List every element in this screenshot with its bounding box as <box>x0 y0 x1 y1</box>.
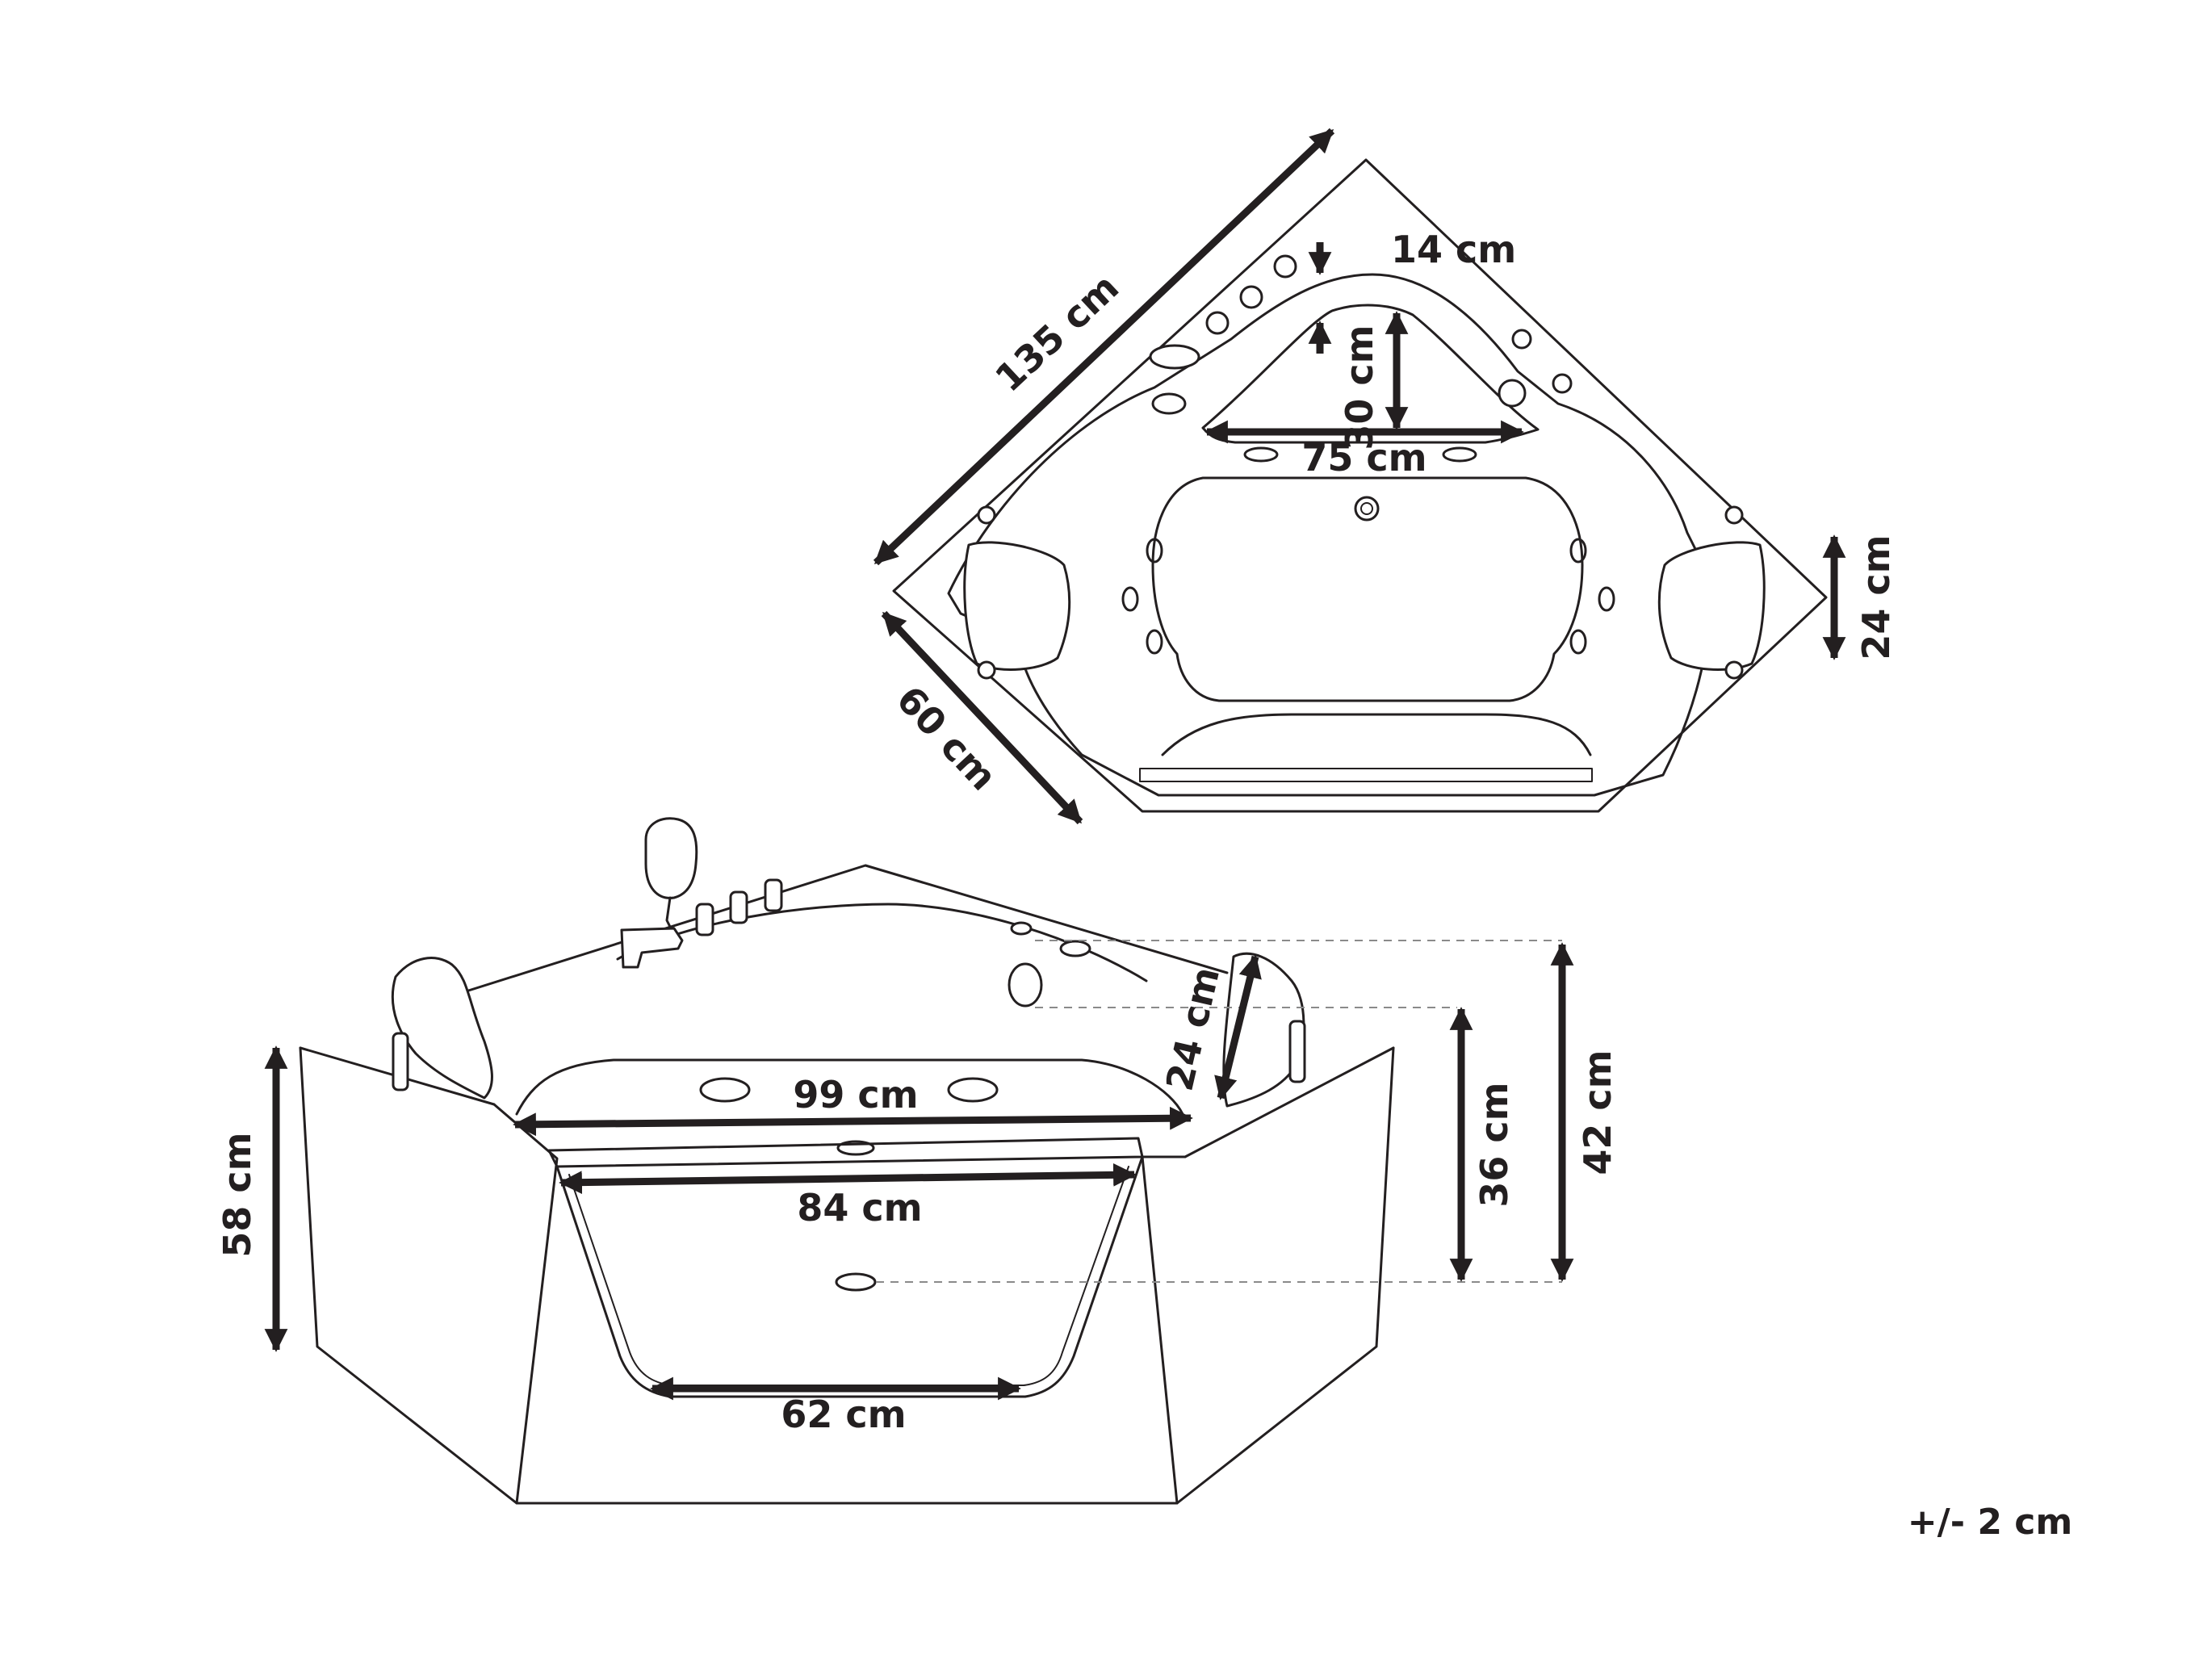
top-view-knob-icon <box>1273 254 1297 279</box>
front-view: 58 cm 99 cm 84 cm 62 cm 24 cm 36 cm 42 c… <box>216 817 1619 1505</box>
jet-icon <box>1243 446 1279 463</box>
label-62: 62 cm <box>781 1393 906 1436</box>
label-36: 36 cm <box>1473 1082 1516 1207</box>
label-75: 75 cm <box>1301 436 1426 480</box>
jet-icon <box>1569 629 1587 655</box>
jet-icon <box>1598 586 1615 612</box>
label-60: 60 cm <box>888 677 1005 798</box>
label-42: 42 cm <box>1576 1049 1619 1175</box>
top-view-knob-icon <box>1205 311 1230 335</box>
top-view-headrest-left <box>963 541 1071 671</box>
label-24-front: 24 cm <box>1158 963 1229 1095</box>
front-view-basin <box>515 1058 1184 1116</box>
front-view-body <box>299 1046 1395 1505</box>
label-99: 99 cm <box>793 1073 918 1116</box>
top-view-front-step <box>1161 713 1592 756</box>
label-14: 14 cm <box>1391 228 1516 271</box>
front-view-back-rim <box>446 864 1229 999</box>
label-58: 58 cm <box>216 1132 259 1257</box>
dim-arrow-84 <box>559 1163 1137 1195</box>
jet-icon <box>947 1077 999 1103</box>
front-view-right-panel <box>1141 1155 1187 1505</box>
top-view: 135 cm 14 cm 30 cm 75 cm 24 cm 60 cm <box>873 128 1898 825</box>
front-view-button-icon <box>1010 921 1033 936</box>
label-24-top: 24 cm <box>1854 534 1898 660</box>
jet-icon <box>1442 446 1477 463</box>
front-view-shower-head-icon <box>644 817 698 899</box>
dim-arrow-99 <box>513 1106 1193 1137</box>
front-view-knob-icon <box>764 878 783 912</box>
top-view-handle-icon <box>1724 660 1744 680</box>
dim-arrow-24-front <box>1214 954 1262 1100</box>
front-view-overflow-icon <box>1008 962 1043 1008</box>
top-view-headrest-right <box>1657 541 1766 671</box>
top-view-drain-inner <box>1360 502 1373 515</box>
front-view-button-icon <box>1059 940 1091 957</box>
top-view-basin <box>1151 476 1584 702</box>
top-view-handle-icon <box>1724 505 1744 525</box>
front-view-faucet-icon <box>620 927 684 969</box>
front-view-knob-icon <box>729 890 748 924</box>
label-30: 30 cm <box>1338 325 1381 450</box>
jet-icon <box>1146 629 1163 655</box>
dim-arrow-135 <box>873 128 1335 566</box>
front-view-top-right <box>1184 1046 1395 1158</box>
label-84: 84 cm <box>797 1186 922 1230</box>
top-view-faucet-icon <box>1151 392 1187 415</box>
top-view-handle-icon <box>977 505 996 525</box>
top-view-handle-icon <box>977 660 996 680</box>
front-view-grab-handle-right <box>1288 1020 1306 1083</box>
top-view-button-icon <box>1511 329 1532 350</box>
front-view-left-panel <box>492 1103 559 1505</box>
top-view-glass-edge <box>1139 768 1593 782</box>
top-view-knob-icon <box>1239 285 1263 309</box>
dim-arrow-60 <box>881 610 1083 825</box>
top-view-overflow-icon <box>1498 379 1527 408</box>
top-view-drain-icon <box>1354 496 1380 522</box>
front-view-headrest-left <box>391 957 493 1100</box>
tolerance-note: +/- 2 cm <box>1908 1502 2072 1543</box>
jet-icon <box>699 1077 751 1103</box>
front-view-grab-handle-left <box>392 1032 409 1091</box>
jet-icon <box>1569 538 1587 563</box>
jet-icon <box>1121 586 1139 612</box>
front-view-floor-jet-icon <box>835 1272 877 1292</box>
top-view-button-icon <box>1552 373 1573 394</box>
front-view-knob-icon <box>695 903 714 936</box>
top-view-shower-head-icon <box>1149 344 1200 370</box>
front-view-drain-icon <box>836 1140 875 1156</box>
label-135: 135 cm <box>987 265 1127 400</box>
